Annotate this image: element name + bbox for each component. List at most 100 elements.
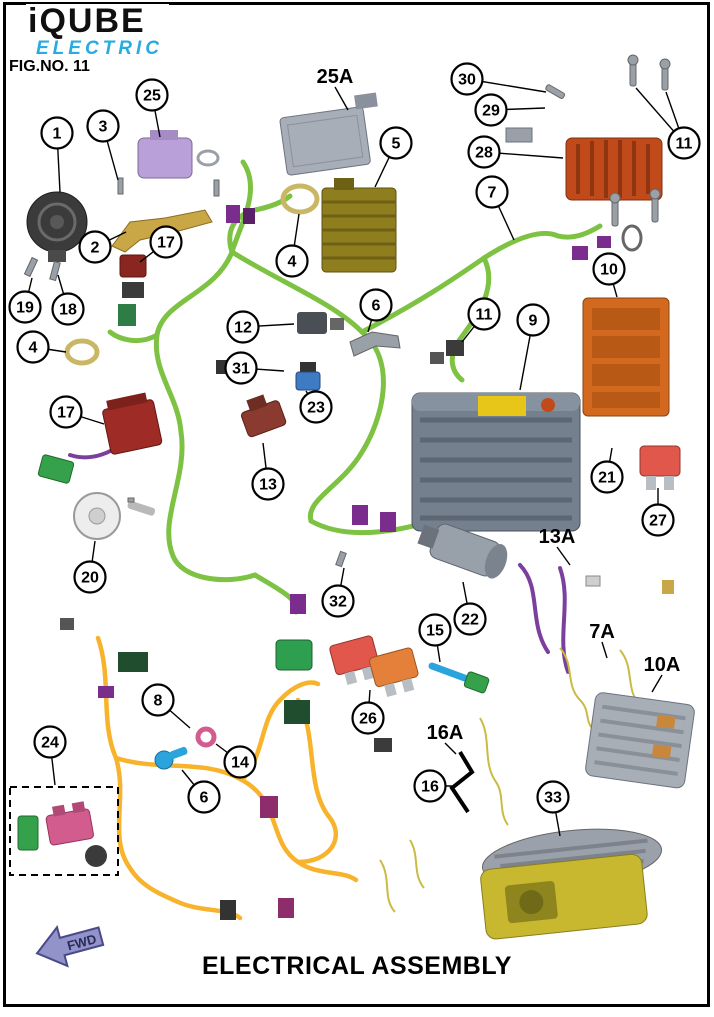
callout-number: 13 <box>259 477 277 494</box>
callout-number: 18 <box>59 302 77 319</box>
callout-circle <box>453 602 487 636</box>
callout-circle <box>187 780 221 814</box>
logo-subtext: ELECTRIC <box>36 38 163 59</box>
callout-circle <box>40 116 74 150</box>
break-symbol-16A <box>449 750 475 814</box>
callout-number: 11 <box>476 307 493 324</box>
callout-4: 4 <box>16 330 50 364</box>
ref-label-13A: 13A <box>539 526 576 548</box>
blade-fuses-26 <box>329 635 419 697</box>
callout-number: 4 <box>288 254 297 271</box>
callout-circle <box>73 560 107 594</box>
callout-27: 27 <box>641 503 675 537</box>
callout-31: 31 <box>224 351 258 385</box>
callout-9: 9 <box>516 303 550 337</box>
relay-green <box>275 639 313 671</box>
callout-number: 22 <box>461 612 479 629</box>
callout-number: 16 <box>421 779 439 796</box>
controller-unit-25A <box>279 92 378 176</box>
callout-number: 6 <box>200 790 209 807</box>
callout-number: 21 <box>598 470 616 487</box>
callout-number: 20 <box>81 570 99 587</box>
callout-number: 24 <box>41 735 59 752</box>
pink-assembly-24 <box>45 801 94 846</box>
leader-line <box>556 546 571 566</box>
callout-8: 8 <box>141 683 175 717</box>
callout-circle <box>51 292 85 326</box>
fwd-label: FWD <box>66 931 98 953</box>
callout-29: 29 <box>474 93 508 127</box>
callout-30: 30 <box>450 62 484 96</box>
fuse-box-5 <box>321 178 397 273</box>
callout-28: 28 <box>467 135 501 169</box>
callout-circle <box>78 230 112 264</box>
callout-4: 4 <box>275 244 309 278</box>
battery-pack-9 <box>411 392 581 532</box>
controller-28 <box>505 127 663 201</box>
callout-circle <box>351 701 385 735</box>
callout-2: 2 <box>78 230 112 264</box>
callout-number: 28 <box>475 145 493 162</box>
callout-3: 3 <box>86 109 120 143</box>
callout-number: 7 <box>488 185 497 202</box>
leader-line <box>444 742 457 755</box>
callout-6: 6 <box>187 780 221 814</box>
callout-circle <box>418 613 452 647</box>
flasher-module-25 <box>137 130 220 179</box>
callout-circle <box>467 135 501 169</box>
washer-14 <box>195 726 217 748</box>
callout-11: 11 <box>467 297 501 331</box>
callout-number: 14 <box>231 755 249 772</box>
callout-number: 31 <box>232 361 250 378</box>
callout-circle <box>536 780 570 814</box>
parts-group-24 <box>9 786 119 876</box>
callout-number: 2 <box>91 240 100 257</box>
callout-number: 1 <box>53 126 62 143</box>
callout-17: 17 <box>49 395 83 429</box>
fuse-box-10 <box>582 297 670 417</box>
callout-1: 1 <box>40 116 74 150</box>
bolt-20 <box>127 500 156 516</box>
callout-number: 32 <box>329 594 347 611</box>
callout-circle <box>149 225 183 259</box>
callout-number: 12 <box>234 320 252 337</box>
callout-circle <box>667 126 701 160</box>
seal-ring-top <box>280 183 320 215</box>
callout-22: 22 <box>453 602 487 636</box>
callout-13: 13 <box>251 467 285 501</box>
callout-circle <box>135 78 169 112</box>
callout-circle <box>223 745 257 779</box>
callout-number: 4 <box>29 340 38 357</box>
ref-label-7A: 7A <box>589 621 615 643</box>
screws <box>23 54 671 568</box>
callout-circle <box>141 683 175 717</box>
callout-number: 17 <box>57 405 75 422</box>
connector-12 <box>297 312 344 334</box>
page-border <box>3 2 710 1007</box>
assembly-title: ELECTRICAL ASSEMBLY <box>201 952 512 980</box>
relay-17 <box>102 392 163 455</box>
blue-bolt-6 <box>154 746 188 770</box>
green-connector-17 <box>37 454 75 484</box>
callout-circle <box>275 244 309 278</box>
callout-16: 16 <box>413 769 447 803</box>
figure-number: FIG.NO. 11 <box>9 58 90 75</box>
motor-controller-33 <box>480 828 663 940</box>
callout-circle <box>641 503 675 537</box>
callout-number: 6 <box>372 298 381 315</box>
callout-number: 30 <box>458 72 476 89</box>
horn-disc-20 <box>73 492 156 540</box>
callout-14: 14 <box>223 745 257 779</box>
callout-number: 5 <box>392 136 401 153</box>
logo-wordmark: iQUBE <box>28 2 146 40</box>
relay-17-top <box>118 254 147 326</box>
callout-32: 32 <box>321 584 355 618</box>
cylinder-component-22 <box>417 523 508 579</box>
callout-number: 9 <box>529 313 538 330</box>
callout-12: 12 <box>226 310 260 344</box>
callout-11: 11 <box>667 126 701 160</box>
controller-10A <box>585 692 695 789</box>
callout-circle <box>379 126 413 160</box>
callout-circle <box>251 467 285 501</box>
